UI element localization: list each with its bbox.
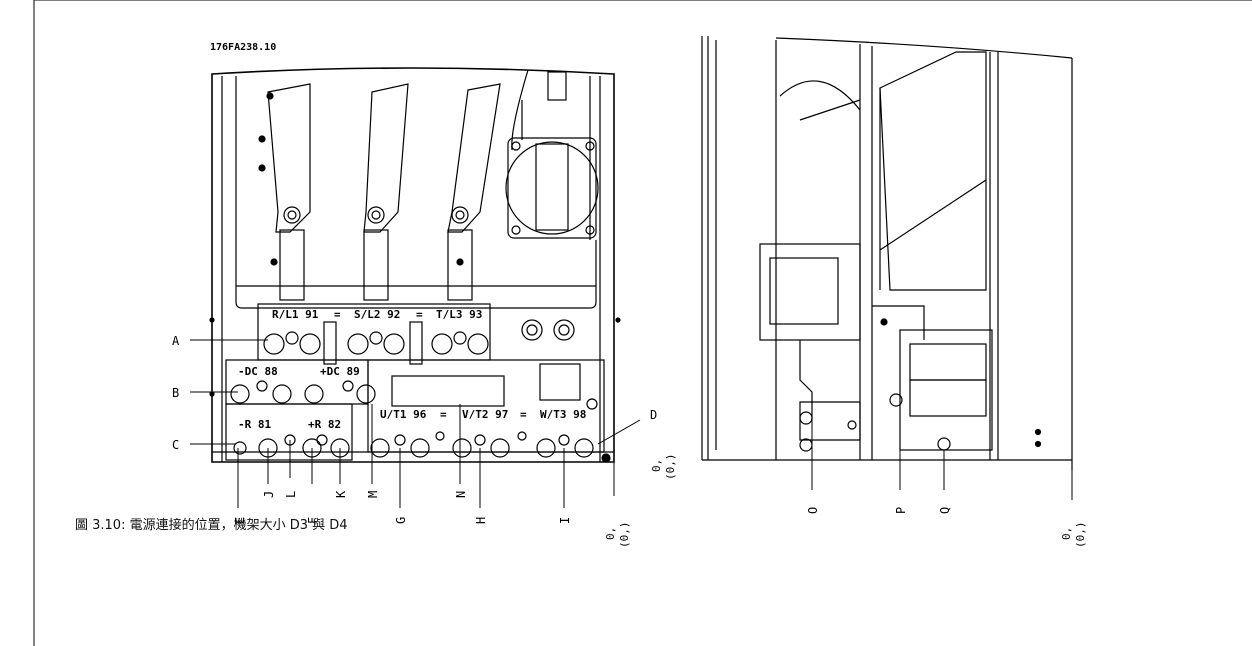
callout-b: B	[172, 386, 179, 400]
callout-q: Q	[938, 507, 952, 514]
dimension-labels: 0, (0,) 0, (0,) 0, (0,)	[604, 454, 1087, 549]
callouts-side: O P Q	[806, 507, 952, 514]
callout-n: N	[454, 491, 468, 498]
label-ground-4: =	[520, 408, 527, 421]
label-dc-plus: +DC 89	[320, 365, 360, 378]
callout-g: G	[394, 517, 408, 524]
dim-c-line1: 0,	[1060, 527, 1073, 540]
leader-lines-front	[190, 339, 641, 508]
label-motor-w: W/T3 98	[540, 408, 586, 421]
label-motor-v: V/T2 97	[462, 408, 508, 421]
callout-c: C	[172, 438, 179, 452]
callout-p: P	[894, 507, 908, 514]
callout-o: O	[806, 507, 820, 514]
label-mains-l2: S/L2 92	[354, 308, 400, 321]
front-view	[209, 67, 621, 463]
side-view	[701, 36, 1073, 470]
callout-m: M	[366, 491, 380, 498]
callout-h: H	[474, 517, 488, 524]
dim-a-line1: 0,	[604, 527, 617, 540]
label-mains-l3: T/L3 93	[436, 308, 482, 321]
label-brake-minus: -R 81	[238, 418, 271, 431]
label-ground-3: =	[440, 408, 447, 421]
label-ground-2: =	[416, 308, 423, 321]
dim-a-line2: (0,)	[618, 522, 631, 549]
callout-d: D	[650, 408, 657, 422]
page-border	[33, 0, 1252, 646]
label-mains-l1: R/L1 91	[272, 308, 319, 321]
figure-caption: 圖 3.10: 電源連接的位置，機架大小 D3 與 D4	[75, 518, 348, 533]
callout-l: L	[284, 491, 298, 498]
callout-a: A	[172, 334, 180, 348]
dim-b-line1: 0,	[650, 459, 663, 472]
callouts-bottom: E J L F K M G N H I	[233, 490, 572, 524]
callout-e: E	[233, 517, 247, 524]
terminal-labels: R/L1 91 = S/L2 92 = T/L3 93 -DC 88 +DC 8…	[238, 308, 586, 431]
drawing-number: 176FA238.10	[210, 42, 276, 53]
label-brake-plus: +R 82	[308, 418, 341, 431]
callout-f: F	[306, 517, 320, 524]
callout-k: K	[334, 490, 348, 498]
callout-j: J	[262, 491, 276, 498]
dim-b-line2: (0,)	[664, 454, 677, 481]
callout-i: I	[558, 517, 572, 524]
leader-lines-side	[811, 400, 1073, 500]
dim-c-line2: (0,)	[1074, 522, 1087, 549]
callouts-front: A B C D	[172, 334, 657, 452]
label-motor-u: U/T1 96	[380, 408, 427, 421]
label-dc-minus: -DC 88	[238, 365, 278, 378]
label-ground-1: =	[334, 308, 341, 321]
